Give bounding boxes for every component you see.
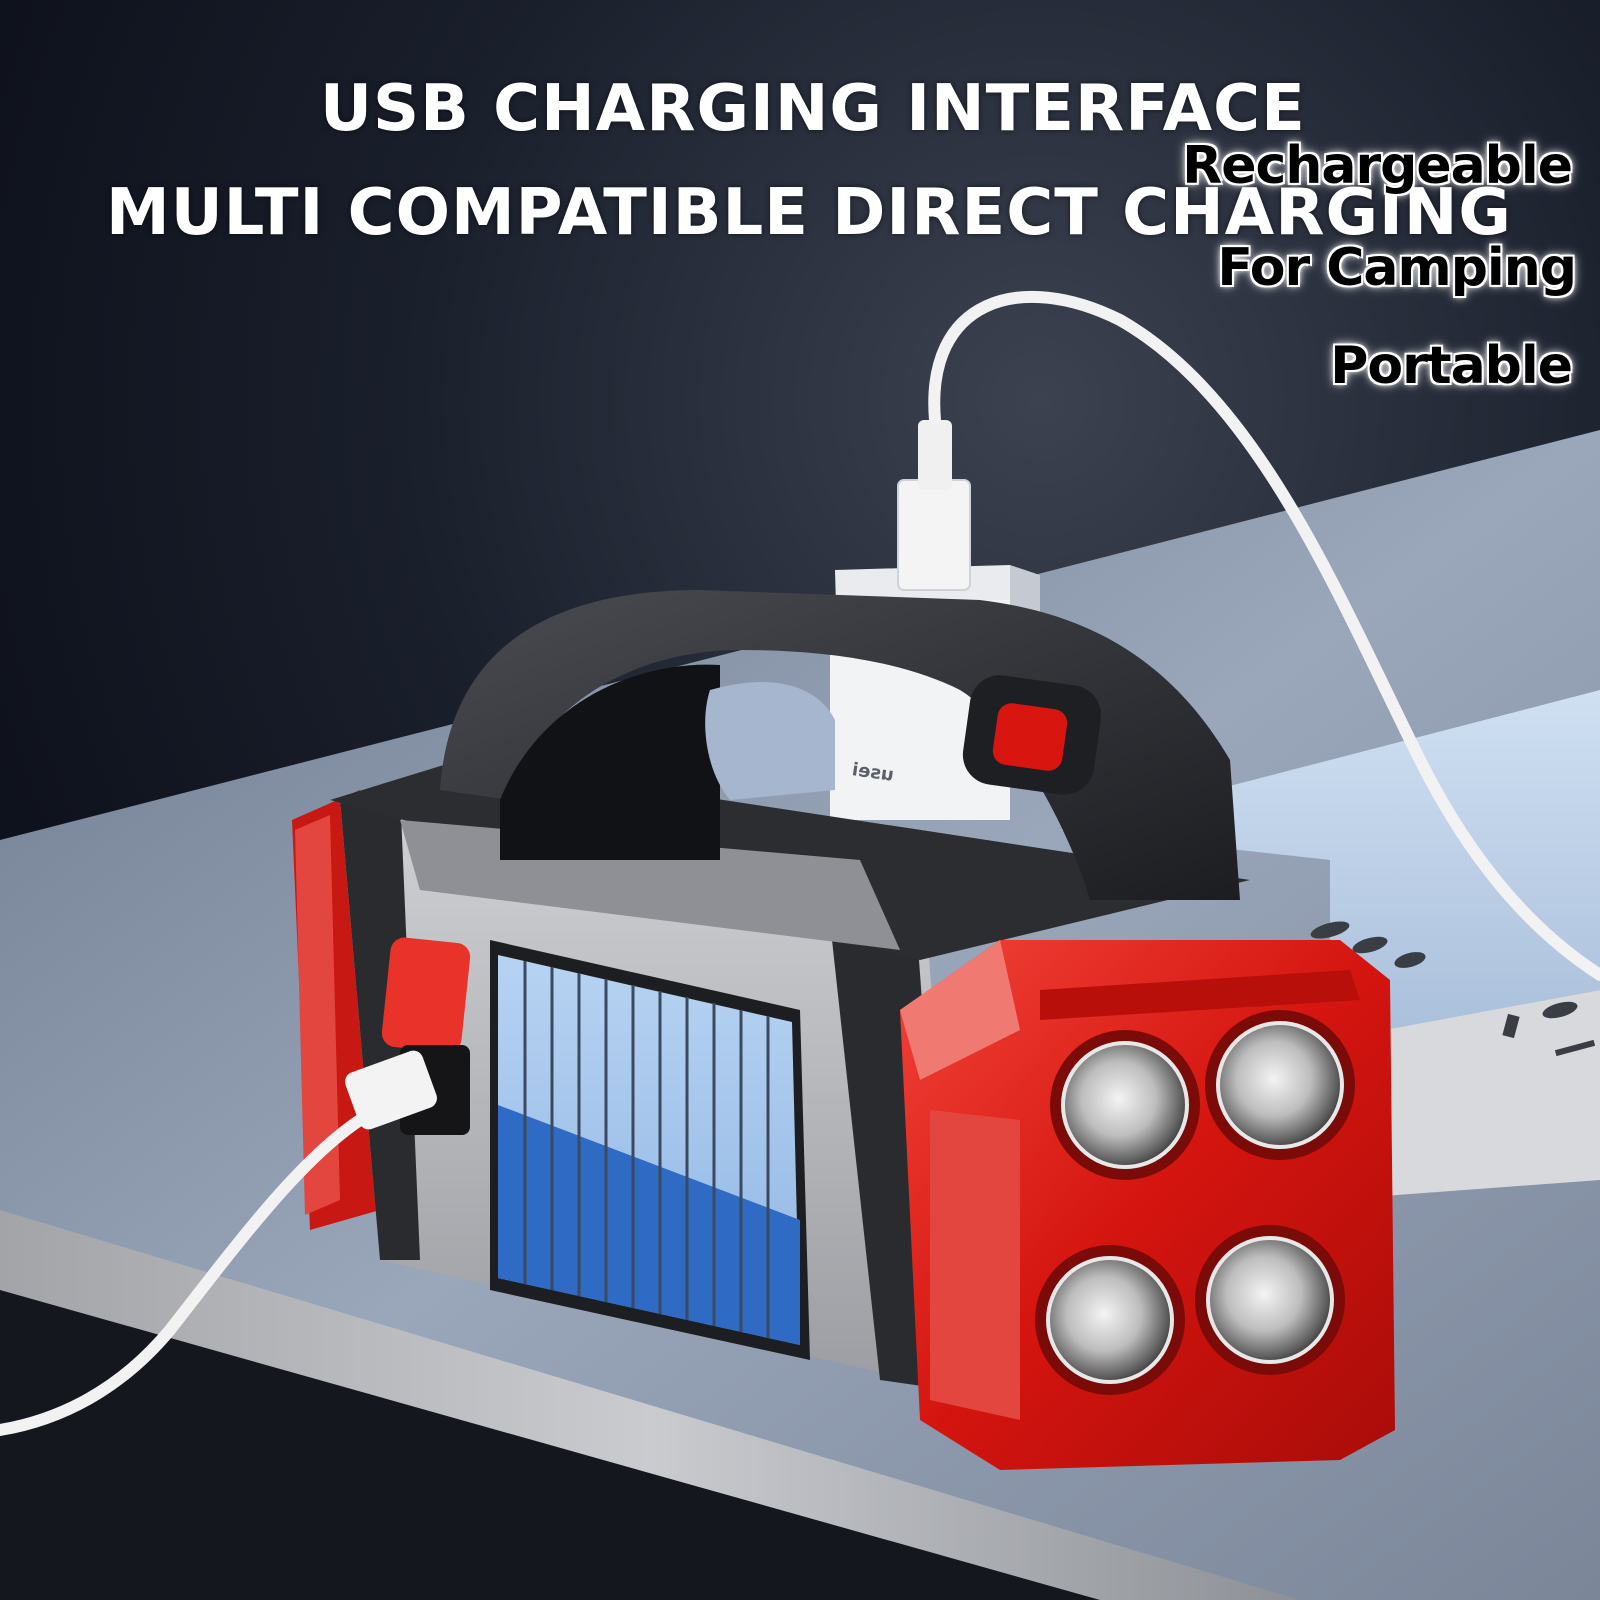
tag-rechargeable: Rechargeable xyxy=(1182,136,1573,196)
solar-panel xyxy=(490,940,810,1360)
tag-portable: Portable xyxy=(1330,336,1573,396)
headline-line-1: USB CHARGING INTERFACE xyxy=(320,72,1306,146)
tag-for-camping: For Camping xyxy=(1217,238,1577,298)
headline-line-2: MULTI COMPATIBLE DIRECT CHARGING xyxy=(106,176,1512,250)
lamp-head xyxy=(900,940,1395,1470)
